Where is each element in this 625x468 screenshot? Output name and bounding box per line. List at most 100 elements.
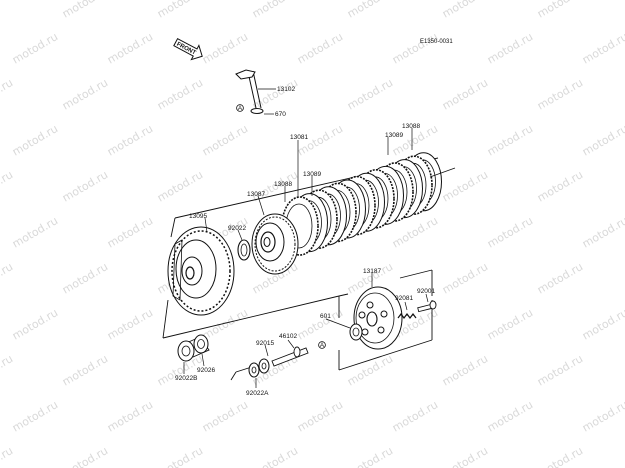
- watermark-text: motod.ru: [440, 168, 490, 204]
- label-92015: 92015: [256, 340, 274, 347]
- watermark-text: motod.ru: [535, 260, 585, 296]
- watermark-text: motod.ru: [200, 122, 250, 158]
- washer-part: [249, 359, 269, 377]
- watermark-text: motod.ru: [155, 0, 205, 21]
- pressure-plate-part: [354, 287, 402, 349]
- watermark-text: motod.ru: [60, 260, 110, 296]
- watermark-text: motod.ru: [0, 168, 15, 204]
- label-601: 601: [320, 313, 331, 320]
- watermark-text: motod.ru: [440, 352, 490, 388]
- reference-code: E1350-0031: [420, 39, 453, 45]
- svg-text:A: A: [320, 343, 324, 349]
- leader-13095: [205, 218, 207, 232]
- watermark-text: motod.ru: [580, 306, 625, 342]
- watermark-text: motod.ru: [60, 76, 110, 112]
- label-92022b: 92022B: [175, 375, 197, 382]
- watermark-text: motod.ru: [535, 444, 585, 468]
- label-13089: 13089: [303, 171, 321, 178]
- watermark-text: motod.ru: [105, 306, 155, 342]
- watermark-text: motod.ru: [295, 306, 345, 342]
- label-13088: 13088: [274, 181, 292, 188]
- label-46102: 46102: [279, 333, 297, 340]
- watermark-text: motod.ru: [10, 306, 60, 342]
- watermark-text: motod.ru: [535, 76, 585, 112]
- watermark-text: motod.ru: [580, 398, 625, 434]
- sleeve-part: [178, 335, 209, 361]
- marker-a-bottom: A: [319, 342, 326, 349]
- watermark-text: motod.ru: [390, 30, 440, 66]
- leader-92081: [405, 302, 407, 310]
- watermark-text: motod.ru: [10, 30, 60, 66]
- watermark-text: motod.ru: [345, 444, 395, 468]
- watermark-text: motod.ru: [440, 260, 490, 296]
- watermark-text: motod.ru: [105, 122, 155, 158]
- watermark-text: motod.ru: [200, 30, 250, 66]
- label-92001: 92001: [417, 288, 435, 295]
- watermark-text: motod.ru: [580, 214, 625, 250]
- watermark-text: motod.ru: [60, 168, 110, 204]
- watermark-text: motod.ru: [250, 0, 300, 21]
- leader-46102: [288, 340, 294, 348]
- label-670: 670: [275, 111, 286, 118]
- leader-13087: [258, 196, 264, 215]
- watermark-text: motod.ru: [535, 352, 585, 388]
- label-13187: 13187: [363, 268, 381, 275]
- group-bracket: [163, 158, 438, 380]
- watermark-text: motod.ru: [0, 260, 15, 296]
- label-92022: 92022: [228, 225, 246, 232]
- watermark-text: motod.ru: [60, 0, 110, 21]
- watermark-text: motod.ru: [155, 76, 205, 112]
- watermark-text: motod.ru: [440, 444, 490, 468]
- pushrod-part: [272, 347, 308, 366]
- clutch-hub-part: [252, 214, 298, 274]
- label-92026: 92026: [197, 367, 215, 374]
- clutch-spring-part: [398, 314, 416, 318]
- leader-92026: [202, 354, 204, 366]
- watermark-text: motod.ru: [0, 0, 15, 21]
- watermark-text: motod.ru: [105, 30, 155, 66]
- watermark-text: motod.ru: [295, 398, 345, 434]
- watermark-text: motod.ru: [580, 30, 625, 66]
- watermark-text: motod.ru: [0, 444, 15, 468]
- watermark-text: motod.ru: [0, 76, 15, 112]
- watermark-text: motod.ru: [10, 214, 60, 250]
- watermark-text: motod.ru: [580, 122, 625, 158]
- watermark-text: motod.ru: [440, 0, 490, 21]
- leader-92001: [426, 294, 428, 302]
- watermark-text: motod.ru: [250, 76, 300, 112]
- watermark-text: motod.ru: [200, 398, 250, 434]
- watermark-text: motod.ru: [60, 352, 110, 388]
- watermark-text: motod.ru: [485, 398, 535, 434]
- clutch-housing-part: [168, 227, 234, 315]
- label-13095: 13095: [189, 213, 207, 220]
- label-13102: 13102: [277, 86, 295, 93]
- watermark-text: motod.ru: [155, 444, 205, 468]
- marker-a-top: A: [237, 105, 244, 112]
- label-13087: 13087: [247, 191, 265, 198]
- clutch-plate-stack: [282, 153, 455, 255]
- label-13081: 13081: [290, 134, 308, 141]
- leader-601: [326, 319, 350, 328]
- watermark-text: motod.ru: [345, 352, 395, 388]
- watermark-text: motod.ru: [485, 306, 535, 342]
- clutch-bolt-part: [418, 301, 436, 312]
- watermark-text: motod.ru: [440, 76, 490, 112]
- watermark-text: motod.ru: [105, 398, 155, 434]
- watermark-text: motod.ru: [535, 168, 585, 204]
- label-13089-top: 13089: [385, 132, 403, 139]
- watermark-text: motod.ru: [10, 398, 60, 434]
- watermark-text: motod.ru: [60, 444, 110, 468]
- watermark-text: motod.ru: [485, 214, 535, 250]
- watermark-text: motod.ru: [535, 0, 585, 21]
- spacer-ring-part: [238, 240, 250, 260]
- label-92022a: 92022A: [246, 390, 269, 397]
- axis-line: [430, 168, 455, 177]
- bearing-part: [350, 324, 362, 340]
- watermark-text: motod.ru: [390, 398, 440, 434]
- front-arrow-icon: FRONT: [172, 35, 206, 63]
- watermark-text: motod.ru: [345, 76, 395, 112]
- watermark-text: motod.ru: [105, 214, 155, 250]
- watermark-text: motod.ru: [485, 30, 535, 66]
- watermark-text: motod.ru: [345, 0, 395, 21]
